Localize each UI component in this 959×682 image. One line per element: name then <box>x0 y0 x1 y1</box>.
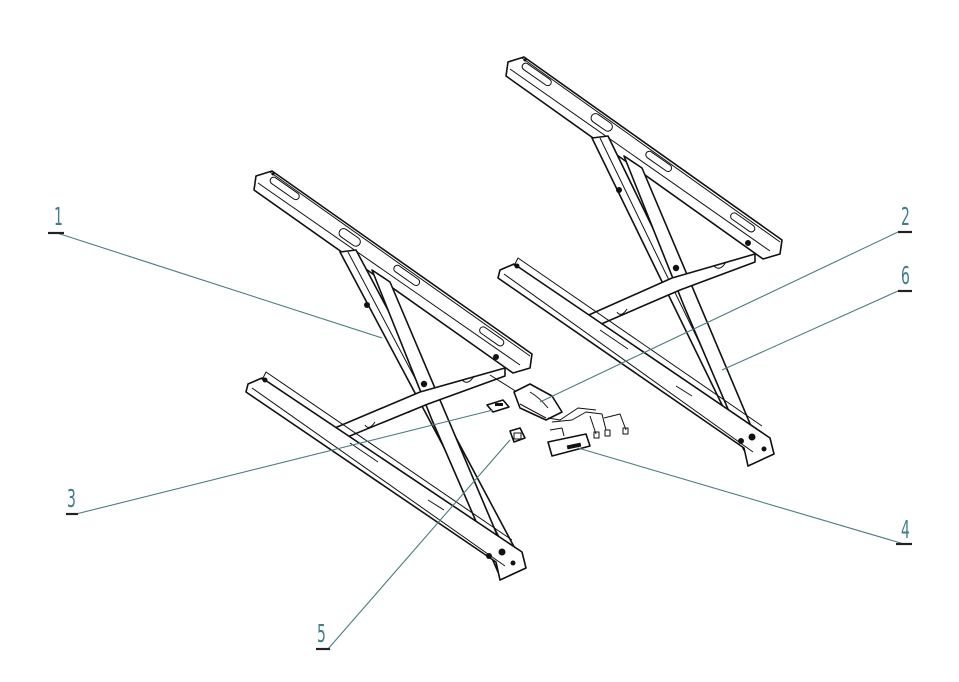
control-box <box>489 374 563 421</box>
leader-5 <box>327 439 511 650</box>
switch-module <box>486 399 510 413</box>
leader-lines <box>48 230 912 651</box>
callout-label-5: 5 <box>317 619 326 648</box>
leader-1 <box>56 232 383 339</box>
rocker-switch <box>509 427 526 443</box>
leader-4 <box>577 447 905 545</box>
leader-2 <box>539 231 899 403</box>
right-frame <box>497 56 783 467</box>
left-frame <box>245 170 533 581</box>
leader-3 <box>75 409 494 515</box>
callout-label-1: 1 <box>54 202 63 231</box>
callout-label-4: 4 <box>901 515 910 544</box>
leader-6 <box>721 290 899 371</box>
callout-label-2: 2 <box>901 202 910 231</box>
callout-label-3: 3 <box>67 484 76 513</box>
connector-board <box>547 407 629 457</box>
callout-label-6: 6 <box>901 261 910 290</box>
